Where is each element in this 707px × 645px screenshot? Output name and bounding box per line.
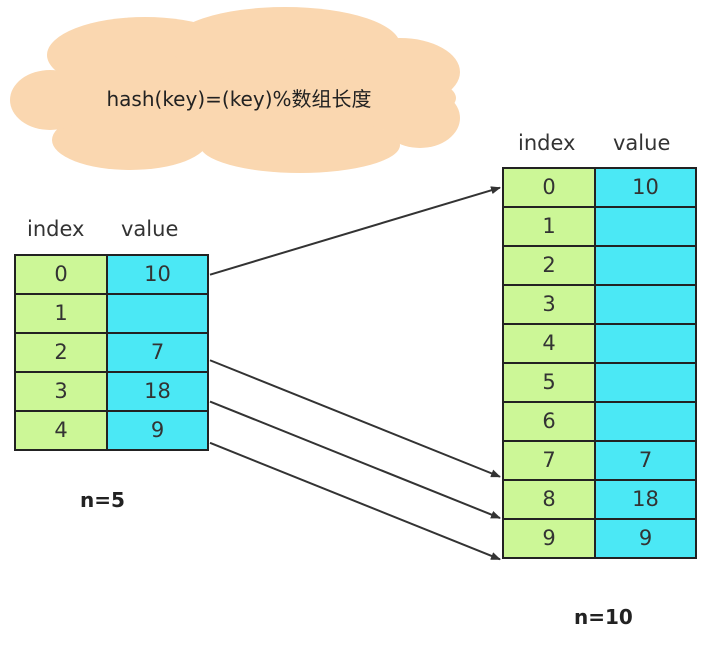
right-value-cell: 18 <box>594 479 697 520</box>
right-index-cell: 4 <box>502 323 596 364</box>
right-index-cell: 6 <box>502 401 596 442</box>
right-index-cell: 0 <box>502 167 596 208</box>
left-index-cell: 1 <box>14 293 108 334</box>
right-index-cell: 2 <box>502 245 596 286</box>
right-index-cell: 7 <box>502 440 596 481</box>
right-row-1: 1 <box>502 206 697 247</box>
left-header-index: index <box>27 217 85 241</box>
right-value-cell: 10 <box>594 167 697 208</box>
right-value-cell <box>594 284 697 325</box>
right-size-label: n=10 <box>574 605 633 629</box>
left-header-value: value <box>121 217 179 241</box>
left-row-1: 1 <box>14 293 209 334</box>
right-index-cell: 8 <box>502 479 596 520</box>
right-value-cell <box>594 206 697 247</box>
right-header-index: index <box>518 131 576 155</box>
left-index-cell: 2 <box>14 332 108 373</box>
left-value-cell: 18 <box>106 371 209 412</box>
left-index-cell: 4 <box>14 410 108 451</box>
right-index-cell: 5 <box>502 362 596 403</box>
right-value-cell: 9 <box>594 518 697 559</box>
right-row-6: 6 <box>502 401 697 442</box>
left-size-label: n=5 <box>80 488 125 512</box>
left-value-cell: 7 <box>106 332 209 373</box>
right-index-cell: 3 <box>502 284 596 325</box>
right-value-cell <box>594 245 697 286</box>
right-index-cell: 9 <box>502 518 596 559</box>
left-index-cell: 3 <box>14 371 108 412</box>
left-index-cell: 0 <box>14 254 108 295</box>
left-value-cell: 9 <box>106 410 209 451</box>
right-header-value: value <box>613 131 671 155</box>
left-value-cell: 10 <box>106 254 209 295</box>
hash-formula: hash(key)=(key)%数组长度 <box>106 87 372 111</box>
right-row-4: 4 <box>502 323 697 364</box>
right-value-cell: 7 <box>594 440 697 481</box>
right-value-cell <box>594 323 697 364</box>
right-row-5: 5 <box>502 362 697 403</box>
right-row-3: 3 <box>502 284 697 325</box>
right-row-2: 2 <box>502 245 697 286</box>
right-value-cell <box>594 362 697 403</box>
left-value-cell <box>106 293 209 334</box>
right-index-cell: 1 <box>502 206 596 247</box>
right-value-cell <box>594 401 697 442</box>
